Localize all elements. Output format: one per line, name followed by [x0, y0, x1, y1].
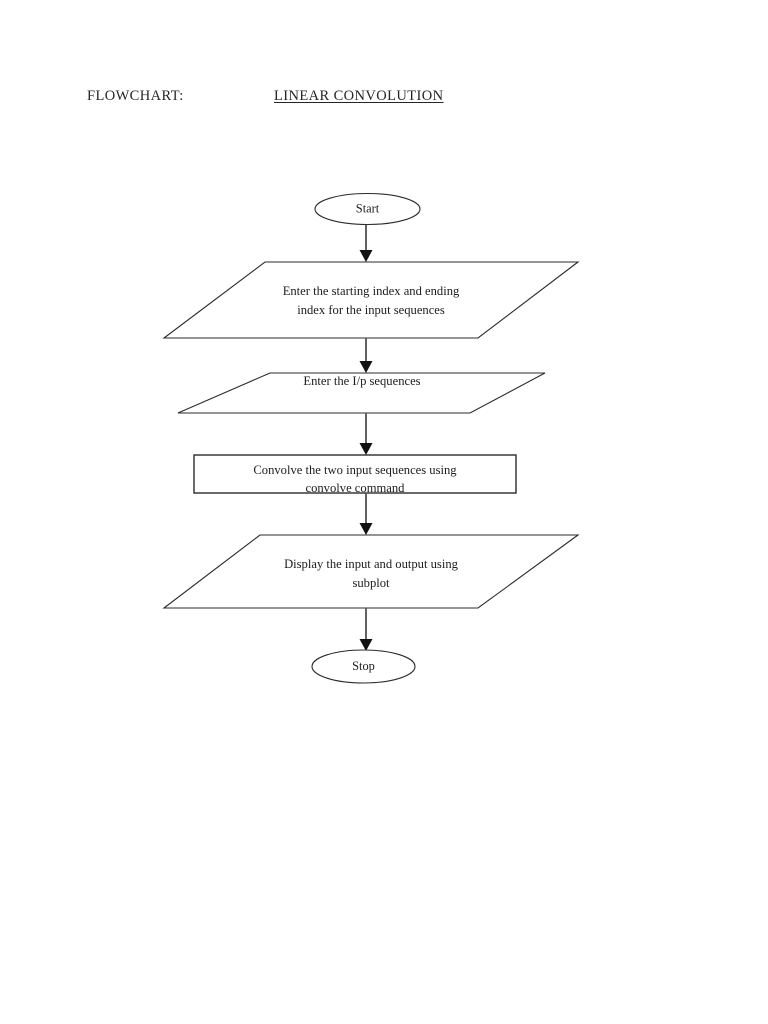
node-input-index: Enter the starting index and ending inde…	[162, 261, 580, 339]
node-input-seq: Enter the I/p sequences	[177, 372, 546, 414]
flowchart-header: FLOWCHART: LINEAR CONVOLUTION	[0, 88, 768, 112]
input-index-label-line1: Enter the starting index and ending	[283, 284, 460, 298]
flowchart-label: FLOWCHART:	[87, 88, 184, 104]
connector-convolve-to-display	[359, 493, 373, 535]
input-index-label-line2: index for the input sequences	[297, 303, 445, 317]
display-label-line2: subplot	[352, 576, 390, 590]
arrowhead-icon	[359, 443, 373, 455]
node-start: Start	[314, 192, 421, 226]
page-title: LINEAR CONVOLUTION	[274, 88, 444, 104]
connector-display-to-stop	[359, 608, 373, 651]
input-index-parallelogram	[162, 261, 580, 339]
display-label-line1: Display the input and output using	[284, 557, 459, 571]
start-label: Start	[356, 201, 380, 215]
convolve-label-line2: convolve command	[306, 481, 406, 495]
display-parallelogram	[162, 534, 580, 609]
arrowhead-icon	[359, 361, 373, 373]
arrowhead-icon	[359, 250, 373, 262]
connector-input-seq-to-convolve	[359, 413, 373, 455]
connector-input-index-to-input-seq	[359, 338, 373, 373]
arrowhead-icon	[359, 639, 373, 651]
node-stop: Stop	[311, 649, 416, 684]
stop-ellipse	[311, 649, 416, 684]
stop-label: Stop	[352, 659, 375, 673]
input-seq-parallelogram	[177, 372, 546, 414]
connector-start-to-input-index	[359, 225, 373, 262]
arrowhead-icon	[359, 523, 373, 535]
input-seq-label: Enter the I/p sequences	[303, 374, 420, 388]
start-ellipse	[314, 192, 421, 226]
convolve-rectangle	[193, 454, 517, 494]
convolve-label-line1: Convolve the two input sequences using	[253, 463, 457, 477]
node-convolve: Convolve the two input sequences using c…	[193, 454, 517, 495]
node-display: Display the input and output using subpl…	[162, 534, 580, 609]
